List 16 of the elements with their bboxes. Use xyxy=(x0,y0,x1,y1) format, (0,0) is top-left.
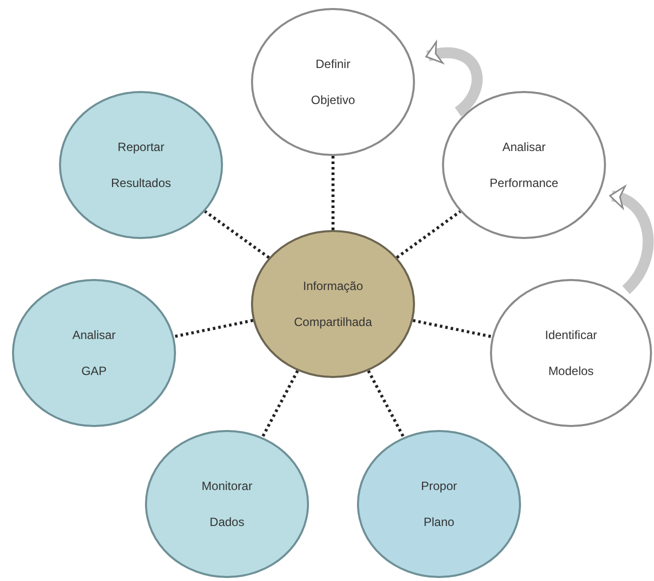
dotted-connector xyxy=(367,370,405,438)
curved-arrow xyxy=(425,42,482,116)
node-label: Propor Plano xyxy=(420,478,458,531)
node-label: Analisar GAP xyxy=(72,327,116,380)
node-label: Analisar Performance xyxy=(490,139,558,192)
dotted-connector xyxy=(412,319,492,338)
dotted-connector xyxy=(261,370,299,438)
dotted-connector xyxy=(204,210,270,259)
node-label: Informação Compartilhada xyxy=(294,278,372,331)
dotted-connector xyxy=(332,156,334,230)
node-label: Reportar Resultados xyxy=(110,139,172,192)
node-label: Identificar Modelos xyxy=(544,327,598,380)
curved-arrow xyxy=(609,187,654,294)
dotted-connector xyxy=(174,318,254,338)
node-label: Monitorar Dados xyxy=(202,478,252,531)
node-label: Definir Objetivo xyxy=(310,56,355,109)
